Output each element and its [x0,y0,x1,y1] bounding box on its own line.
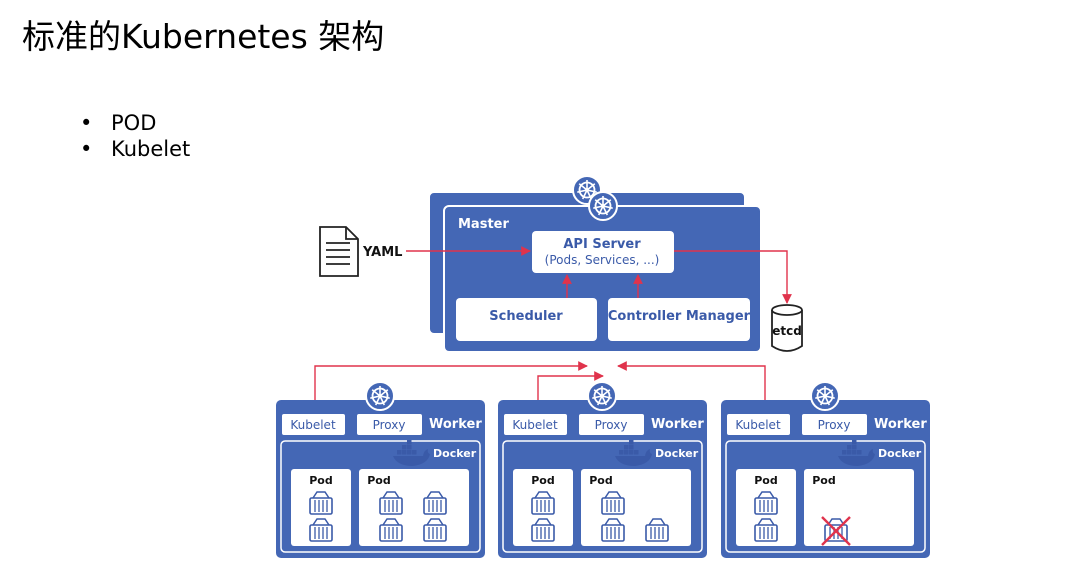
api-server-sublabel: (Pods, Services, ...) [545,253,660,267]
docker-label: Docker [655,447,699,460]
failed-container-cross-icon [821,516,851,546]
kubernetes-icon [810,381,840,411]
etcd-database-icon [771,304,803,352]
worker-label: Worker [874,417,927,432]
docker-label: Docker [433,447,477,460]
worker1-connection-line [310,361,588,413]
docker-label: Docker [878,447,922,460]
proxy-box [802,414,867,435]
worker-label: Worker [429,417,482,432]
kubelet-box [282,414,345,435]
proxy-label: Proxy [595,418,628,432]
api-server-label: API Server [563,237,641,252]
scheduler-box [456,298,597,341]
pod-label: Pod [367,474,391,487]
proxy-box [579,414,644,435]
pod-label: Pod [754,474,778,487]
etcd-label: etcd [772,324,802,338]
kubelet-box [727,414,790,435]
bullet-list: POD Kubelet [78,110,190,162]
kubelet-box [504,414,567,435]
worker-label: Worker [651,417,704,432]
kubernetes-icon [587,381,617,411]
kubernetes-icon [588,191,618,221]
proxy-label: Proxy [373,418,406,432]
bullet-item: POD [78,110,190,136]
scheduler-label: Scheduler [489,309,563,324]
controller-manager-box [608,298,750,341]
api-server-box [532,231,674,273]
proxy-box [357,414,422,435]
kubelet-label: Kubelet [512,418,558,432]
slide-title: 标准的Kubernetes 架构 [22,17,385,56]
pod-label: Pod [589,474,613,487]
pod-label: Pod [531,474,555,487]
yaml-label: YAML [362,245,402,260]
pod-label: Pod [309,474,333,487]
master-label: Master [458,217,509,232]
proxy-label: Proxy [818,418,851,432]
controller-manager-label: Controller Manager [608,309,751,324]
bullet-item: Kubelet [78,136,190,162]
kubelet-label: Kubelet [290,418,336,432]
kubernetes-icon [365,381,395,411]
worker3-connection-line [617,361,770,413]
yaml-document-icon [319,226,359,277]
pod-label: Pod [812,474,836,487]
kubelet-label: Kubelet [735,418,781,432]
api-to-etcd-arrow [674,250,792,304]
